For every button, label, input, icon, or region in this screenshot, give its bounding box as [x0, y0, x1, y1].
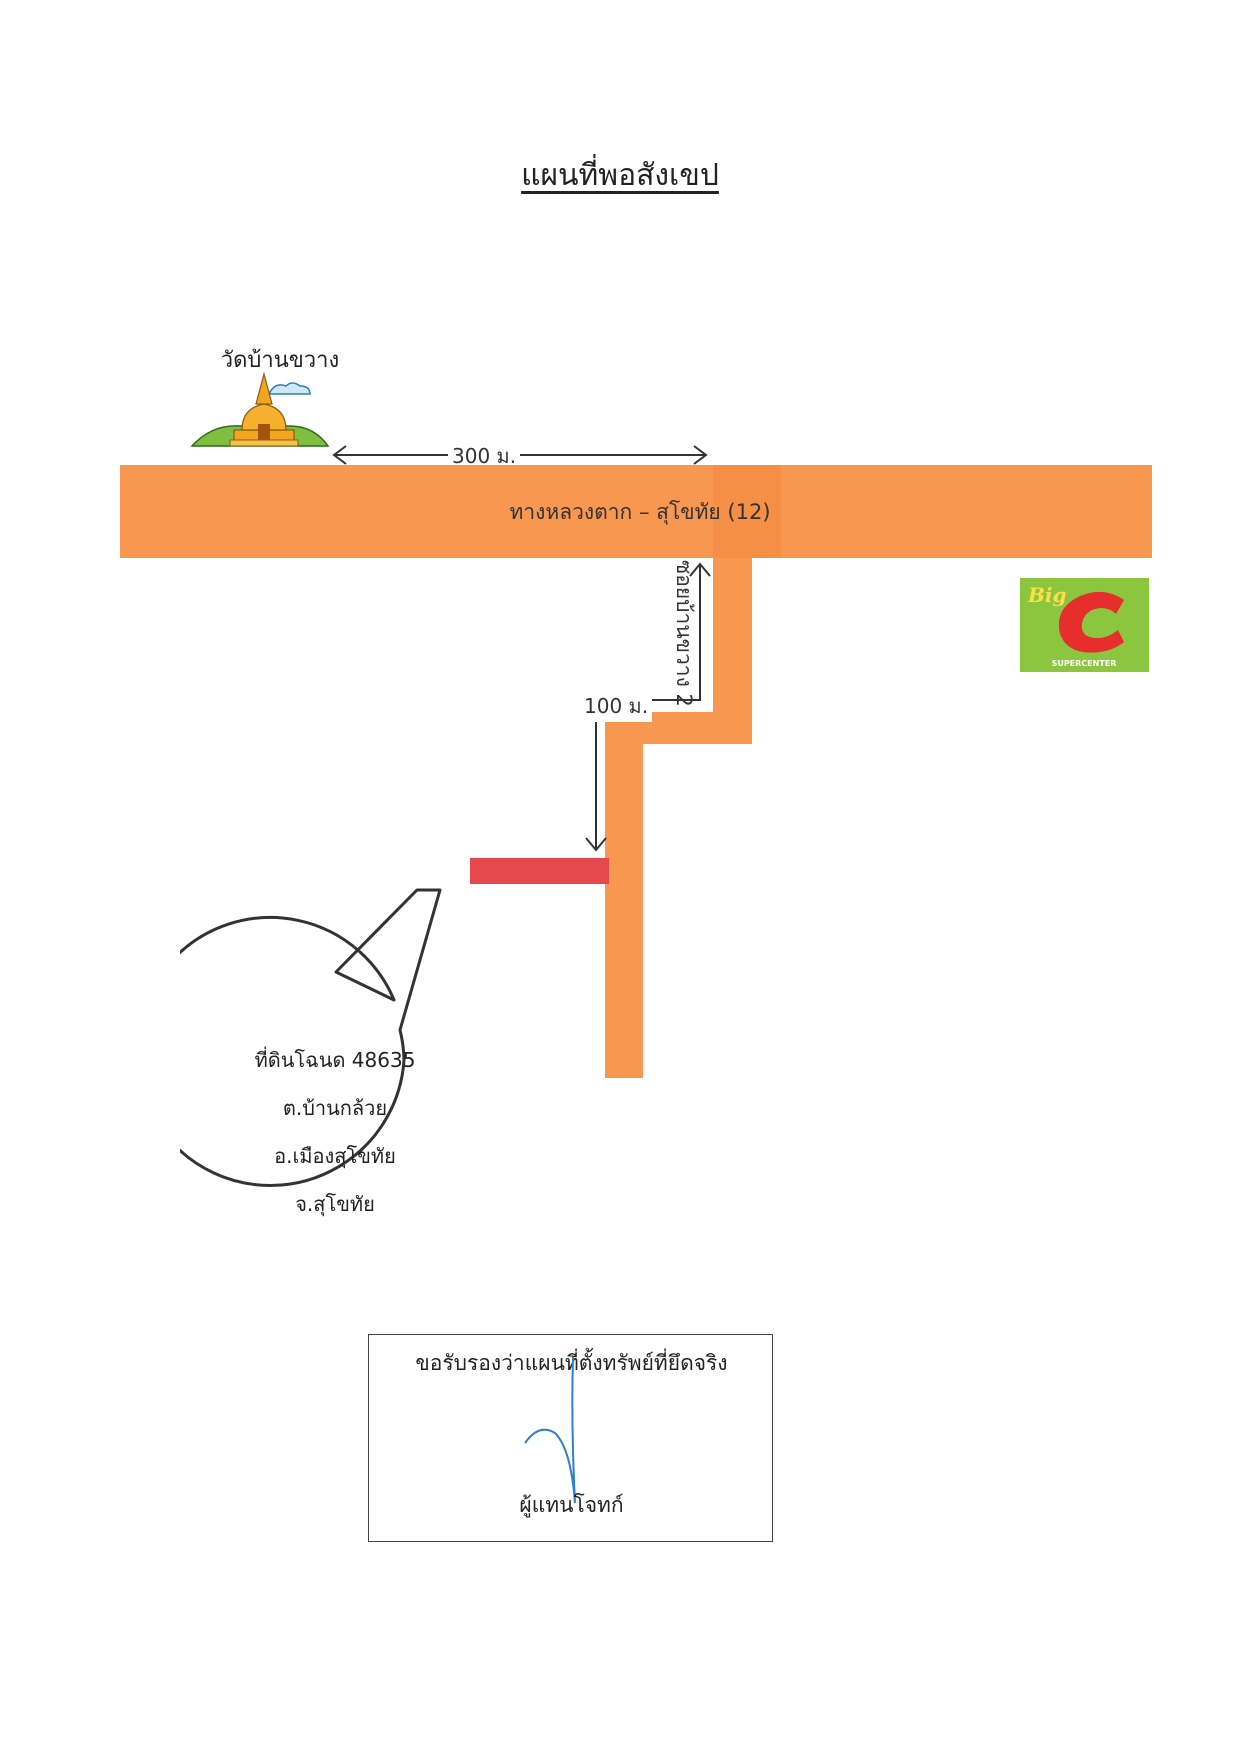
plot-province: จ.สุโขทัย [295, 1192, 375, 1216]
page-title: แผนที่พอสังเขป [521, 158, 719, 193]
temple-label: วัดบ้านขวาง [220, 348, 340, 373]
bigc-logo-sub: SUPERCENTER [1052, 659, 1117, 668]
highway-label: ทางหลวงตาก – สุโขทัย (12) [509, 500, 771, 524]
plot-marker [470, 858, 609, 884]
highway-junction [713, 465, 781, 558]
bigc-logo-icon: Big SUPERCENTER [1020, 578, 1149, 672]
plot-deed-number: ที่ดินโฉนด 48635 [254, 1048, 416, 1072]
certification-signer: ผู้แทนโจทก์ [519, 1493, 624, 1517]
distance-arrow-100 [585, 562, 711, 852]
certification-box: ขอรับรองว่าแผนที่ตั้งทรัพย์ที่ยึดจริง ผู… [368, 1334, 773, 1542]
distance-label-100: 100 ม. [580, 690, 653, 722]
soi-road-lower [605, 712, 643, 1078]
highway-road [120, 465, 1152, 558]
signature-mark [524, 1356, 576, 1503]
bigc-logo-text: Big [1027, 583, 1067, 607]
certification-statement: ขอรับรองว่าแผนที่ตั้งทรัพย์ที่ยึดจริง [415, 1351, 728, 1375]
temple-icon [190, 371, 330, 447]
plot-district: อ.เมืองสุโขทัย [274, 1144, 396, 1168]
plot-subdistrict: ต.บ้านกล้วย [282, 1096, 388, 1120]
plot-callout-bubble [180, 888, 442, 1187]
